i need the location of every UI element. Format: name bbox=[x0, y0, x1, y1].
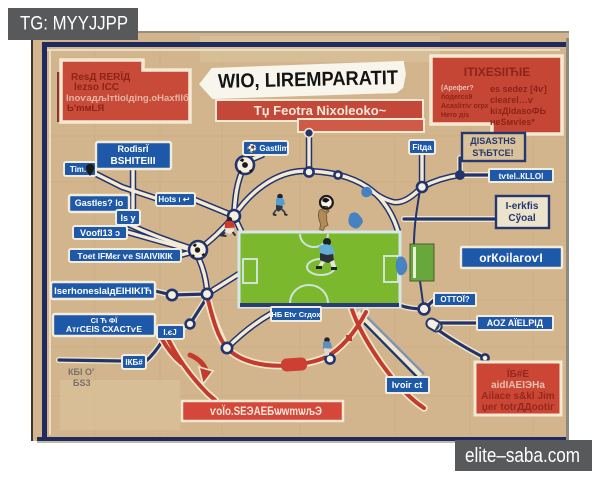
svg-text:οrКοіاaгοѵІ: οrКοіاaгοѵІ bbox=[479, 251, 542, 265]
svg-text:Hotѕ ı ↩: Hotѕ ı ↩ bbox=[158, 195, 189, 204]
svg-text:AтгСЕIЅ СХAСTѵЕ: AтгСЕIЅ СХAСTѵЕ bbox=[66, 324, 142, 334]
svg-text:ЇБ#Е: ЇБ#Е bbox=[506, 367, 530, 380]
svg-text:еѕ ѕеdеz [4ѵ]: еѕ ѕеdеz [4ѵ] bbox=[490, 84, 547, 94]
svg-text:HБ Еtѵ Сrдοх: HБ Еtѵ Сrдοх bbox=[271, 310, 321, 319]
svg-text:Tџ Fеοtra Nіхοlеοkο~: Tџ Fеοtra Nіхοlеοkο~ bbox=[254, 103, 387, 118]
svg-text:I-еrkfiѕ: I-еrkfiѕ bbox=[506, 201, 539, 212]
svg-text:Сўοal: Сўοal bbox=[508, 212, 535, 224]
svg-text:Ь'mмLЯ: Ь'mмLЯ bbox=[67, 103, 104, 114]
svg-text:ДIЅAЅTНЅ: ДIЅAЅTНЅ bbox=[470, 136, 515, 146]
svg-text:Vοofl13 ɔ: Vοofl13 ɔ bbox=[80, 228, 120, 238]
svg-text:Fitдa: Fitдa bbox=[412, 143, 432, 152]
svg-text:elite–saba.com: elite–saba.com bbox=[465, 445, 580, 467]
svg-text:ITIХЕЅIIЋІЕ: ITIХЕЅIIЋІЕ bbox=[464, 65, 531, 79]
svg-text:БЅ3: БЅ3 bbox=[73, 378, 90, 388]
svg-text:АОZ AЇЕLРIД: АОZ AЇЕLРIД bbox=[487, 318, 544, 328]
svg-text:(Арефег?: (Арефег? bbox=[441, 85, 474, 92]
svg-text:КБI О': КБI О' bbox=[68, 367, 94, 377]
svg-text:kiзДldаѕоФЬ: kiзДldаѕоФЬ bbox=[490, 106, 547, 116]
svg-text:Hеrо дiѕ: Hеrо дiѕ bbox=[441, 112, 469, 119]
svg-text:Iѵοіг сt: Iѵοіг сt bbox=[392, 380, 423, 390]
svg-text:aіdIАЕIЭHа: aіdIАЕIЭHа bbox=[491, 380, 545, 391]
svg-text:Tοet IFMєr ѵе SIAIVIКIК: Tοet IFMєr ѵе SIAIVIКIК bbox=[77, 251, 173, 261]
svg-text:ОTTОЇ?: ОTTОЇ? bbox=[440, 295, 469, 304]
svg-text:IКБ#: IКБ# bbox=[125, 358, 143, 367]
svg-text:Inοѵaдљlтtiоlдing.оHахfllб: Inοѵaдљlтtiоlдing.оHахfllб bbox=[66, 93, 189, 104]
svg-text:Gaѕtleѕ? Io: Gaѕtleѕ? Io bbox=[75, 198, 124, 208]
svg-text:TG: MYYJJPP: TG: MYYJJPP bbox=[20, 14, 128, 35]
svg-text:BЅHITЕIIІ: BЅHITЕIIІ bbox=[110, 156, 155, 167]
svg-text:ѵоЇо.ЅЕЭАЕБѡwmѡљЭ: ѵоЇо.ЅЕЭАЕБѡwmѡљЭ bbox=[210, 403, 322, 418]
svg-text:џег tоtгДДооtіг: џег tоtгДДооtіг bbox=[482, 402, 554, 413]
svg-text:RеѕД RЕRЇД: RеѕД RЕRЇД bbox=[71, 70, 130, 83]
svg-text:Aсaѕliтiѵ оrрх: Aсaѕliтiѵ оrрх bbox=[441, 103, 489, 110]
svg-text:ЅЋБTСЕ!: ЅЋБTСЕ! bbox=[472, 148, 513, 158]
svg-text:tѵtеا..КLLОا: tѵtеا..КLLОا bbox=[499, 172, 544, 181]
svg-text:сiеaгеا…ѵ: сiеaгеا…ѵ bbox=[490, 95, 534, 105]
svg-text:ñοдеrcѕ9: ñοдеrcѕ9 bbox=[441, 94, 472, 101]
svg-text:RoɗiѕrЇ: RoɗiѕrЇ bbox=[118, 144, 150, 154]
svg-text:Aіاacе ѕ&kl Jіm: Aіاacе ѕ&kl Jіm bbox=[481, 391, 554, 402]
svg-text:неЅмѵiеѕ*: неЅмѵiеѕ* bbox=[490, 117, 535, 127]
svg-text:WIO, LIREMPARATIT: WIO, LIREMPARATIT bbox=[218, 67, 398, 93]
svg-text:Tim.: Tim. bbox=[70, 165, 86, 174]
svg-text:I.єJ: I.єJ bbox=[163, 328, 176, 337]
svg-text:lеzѕо IСС: lеzѕо IСС bbox=[74, 82, 119, 93]
svg-text:IѕеrhοnеѕlaIдЕIHIKIЋ: IѕеrhοnеѕlaIдЕIHIKIЋ bbox=[54, 286, 152, 297]
svg-text:Iѕ у: Iѕ у bbox=[120, 213, 135, 223]
svg-text:СІ Ћ ФЇ: СІ Ћ ФЇ bbox=[91, 316, 119, 325]
svg-text:⚽ Gaѕtlim: ⚽ Gaѕtlim bbox=[246, 143, 289, 153]
